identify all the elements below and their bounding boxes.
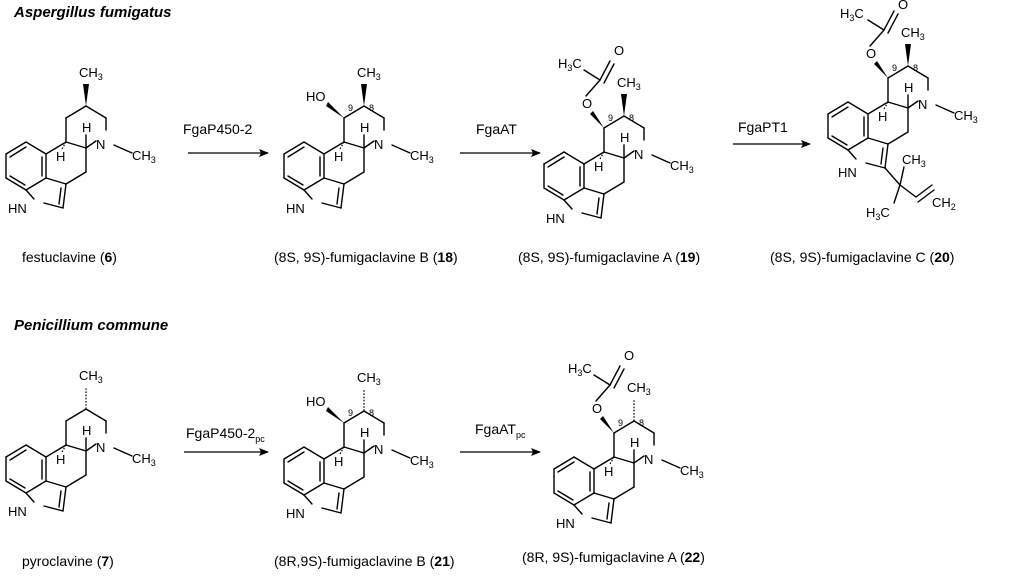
caption-compound-6: festuclavine (6) [22,249,117,265]
ester-oxygen-label: O [866,46,876,61]
n-methyl-label: CH3 [410,148,434,165]
reaction-arrow-fgapt1: FgaPT1 [733,119,811,148]
indole-nh-label: HN [8,504,27,519]
caption-compound-19: (8S, 9S)-fumigaclavine A (19) [518,249,700,265]
acetyl-methyl-label: H3C [558,56,582,73]
structure-fumigaclavine-b-18: N CH3 HN H H CH3 HO 9 8 [283,65,434,216]
nitrogen-label: N [634,147,643,162]
vinyl-label: CH2 [932,195,956,212]
hydrogen-c5-label: H [82,120,91,135]
n-methyl-label: CH3 [680,463,704,480]
svg-text:FgaP450-2: FgaP450-2 [183,121,252,137]
ester-oxygen-label: O [592,401,602,416]
n-methyl-label: CH3 [132,451,156,468]
c8-methyl-label: CH3 [627,380,651,397]
hydrogen-c5-label: H [620,130,629,145]
carbonyl-oxygen-label: O [624,348,634,363]
reaction-arrow-fgaat-pc: FgaATpc [460,421,541,456]
locant-8: 8 [639,418,644,428]
hydrogen-c10-label: H [334,454,343,469]
locant-8: 8 [369,408,374,418]
indole-nh-label: HN [8,201,27,216]
structure-festuclavine: N CH3 HN H H CH3 [5,65,156,216]
svg-text:FgaATpc: FgaATpc [475,421,526,440]
hydrogen-c10-label: H [878,109,887,124]
nitrogen-label: N [96,137,105,152]
indole-nh-label: HN [286,201,305,216]
nitrogen-label: N [918,97,927,112]
locant-8: 8 [629,113,634,123]
svg-text:FgaP450-2pc: FgaP450-2pc [186,425,265,444]
acetyl-methyl-label: H3C [568,361,592,378]
nitrogen-label: N [374,442,383,457]
hydrogen-c5-label: H [82,423,91,438]
nitrogen-label: N [374,137,383,152]
hydrogen-c10-label: H [334,149,343,164]
svg-text:FgaPT1: FgaPT1 [738,119,788,135]
prenyl-methyl-top-label: CH3 [902,152,926,169]
reaction-arrow-fgap450-2-pc: FgaP450-2pc [184,425,269,456]
svg-text:FgaAT: FgaAT [476,121,517,137]
organism-heading-penicillium: Penicillium commune [14,317,168,334]
c8-methyl-label: CH3 [79,368,103,385]
structure-fumigaclavine-a-19: N CH3 HN H H CH3 O O H3C 9 8 [543,43,694,226]
structure-fumigaclavine-a-22: N CH3 HN H H CH3 O O H3C 9 8 [553,348,704,531]
caption-compound-18: (8S, 9S)-fumigaclavine B (18) [274,249,458,265]
hydrogen-c5-label: H [360,120,369,135]
indole-nh-label: HN [286,506,305,521]
locant-9: 9 [348,103,353,113]
hydrogen-c10-label: H [56,149,65,164]
carbonyl-oxygen-label: O [898,0,908,12]
reaction-arrow-fgaat: FgaAT [460,121,541,157]
nitrogen-label: N [96,440,105,455]
structure-fumigaclavine-b-21: N CH3 HN H H CH3 HO 9 8 [283,370,434,521]
hydrogen-c5-label: H [904,80,913,95]
structure-pyroclavine: N CH3 HN H H CH3 [5,368,156,519]
locant-9: 9 [892,63,897,73]
hydroxyl-label: HO [306,89,326,104]
locant-8: 8 [913,63,918,73]
indole-nh-label: HN [546,211,565,226]
c8-methyl-label: CH3 [357,370,381,387]
reaction-arrow-fgap450-2: FgaP450-2 [183,121,269,157]
hydrogen-c10-label: H [604,464,613,479]
hydroxyl-label: HO [306,394,326,409]
c8-methyl-label: CH3 [357,65,381,82]
hydrogen-c10-label: H [56,452,65,467]
ester-oxygen-label: O [582,96,592,111]
nitrogen-label: N [644,452,653,467]
carbonyl-oxygen-label: O [614,43,624,58]
hydrogen-c5-label: H [360,425,369,440]
locant-9: 9 [608,113,613,123]
caption-compound-7: pyroclavine (7) [22,553,114,569]
caption-compound-22: (8R, 9S)-fumigaclavine A (22) [522,549,705,565]
n-methyl-label: CH3 [670,158,694,175]
n-methyl-label: CH3 [410,453,434,470]
hydrogen-c5-label: H [630,435,639,450]
locant-9: 9 [348,408,353,418]
c8-methyl-label: CH3 [79,65,103,82]
indole-nh-label: HN [838,165,857,180]
caption-compound-21: (8R,9S)-fumigaclavine B (21) [274,553,455,569]
c8-methyl-label: CH3 [901,25,925,42]
n-methyl-label: CH3 [132,148,156,165]
acetyl-methyl-label: H3C [840,6,864,23]
structure-fumigaclavine-c-20: N CH3 HN H H CH3 O O H3C 9 8 CH3 H3C CH2 [827,0,978,222]
n-methyl-label: CH3 [954,108,978,125]
prenyl-methyl-bottom-label: H3C [866,205,890,222]
c8-methyl-label: CH3 [617,75,641,92]
locant-8: 8 [369,103,374,113]
locant-9: 9 [618,418,623,428]
hydrogen-c10-label: H [594,159,603,174]
caption-compound-20: (8S, 9S)-fumigaclavine C (20) [770,249,954,265]
indole-nh-label: HN [556,516,575,531]
organism-heading-aspergillus: Aspergillus fumigatus [13,4,172,21]
